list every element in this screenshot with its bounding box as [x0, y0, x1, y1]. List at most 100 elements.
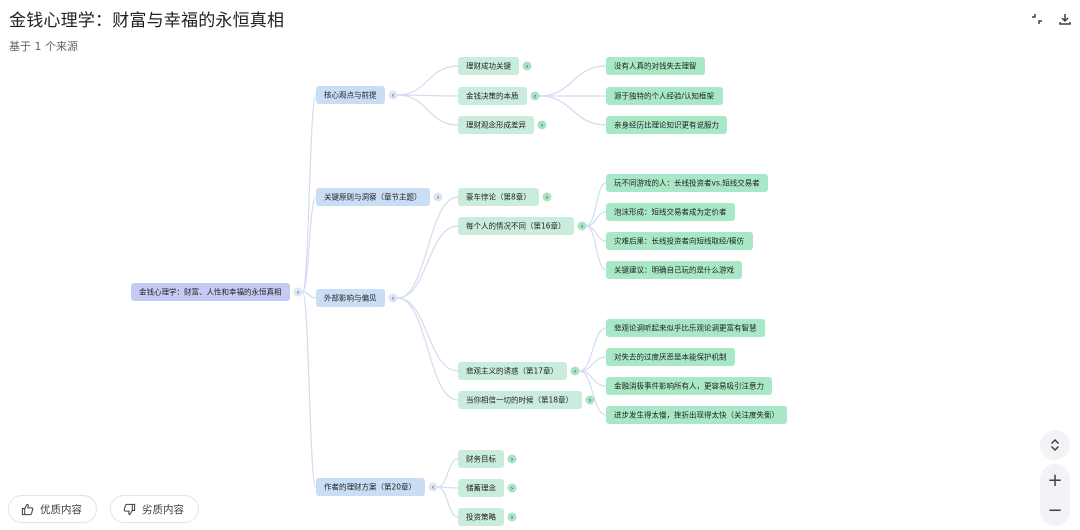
node-box [606, 232, 753, 250]
mind-map-link [397, 94, 459, 126]
mind-map-nodes: 金钱心理学：财富、人性和幸福的永恒真相‹核心观点与前提‹理财成功关键›金钱决策的… [131, 57, 787, 526]
bad-content-label: 劣质内容 [142, 503, 184, 516]
mind-map-link [539, 95, 607, 126]
mind-map-link [397, 297, 459, 401]
node-box [606, 87, 723, 105]
thumbs-down-icon [123, 503, 136, 515]
node-box [458, 508, 504, 526]
subtopic-node[interactable]: 每个人的情况不同（第16章） [458, 217, 574, 235]
collapse-node-icon[interactable]: ‹ [577, 221, 587, 231]
branch-node[interactable]: 作者的理财方案（第20章） [316, 478, 425, 496]
expand-node-icon[interactable]: › [522, 61, 532, 71]
toggle-glyph: ‹ [581, 223, 584, 231]
zoom-controls: + − [1040, 464, 1070, 526]
good-content-label: 优质内容 [40, 503, 82, 516]
download-icon[interactable] [1055, 9, 1075, 29]
subtopic-node[interactable]: 当你相信一切的时候（第18章） [458, 391, 582, 409]
toggle-circle [537, 120, 547, 130]
collapse-icon[interactable] [1027, 9, 1047, 29]
node-label: 金融消极事件影响所有人，更容易吸引注意力 [614, 381, 764, 391]
toggle-circle [522, 61, 532, 71]
toggle-glyph: › [511, 514, 514, 522]
toggle-glyph: ‹ [392, 295, 395, 303]
expand-node-icon[interactable]: › [433, 192, 443, 202]
expand-node-icon[interactable]: › [537, 120, 547, 130]
subtopic-node[interactable]: 理财观念形成差异 [458, 116, 534, 134]
zoom-out-button[interactable]: − [1047, 499, 1063, 521]
node-label: 进步发生得太慢，挫折出现得太快（关注度失衡） [614, 410, 779, 420]
node-box [606, 319, 765, 337]
toggle-glyph: › [589, 397, 592, 405]
branch-node[interactable]: 外部影响与偏见 [316, 289, 385, 307]
node-label: 玩不同游戏的人：长线投资者vs.短线交易者 [614, 178, 760, 188]
zoom-in-button[interactable]: + [1047, 469, 1063, 491]
subtopic-node[interactable]: 豪车悖论（第8章） [458, 188, 539, 206]
mind-map-link [302, 291, 317, 299]
bad-content-button[interactable]: 劣质内容 [110, 495, 199, 523]
leaf-node[interactable]: 灾难后果：长线投资者向短线取经/模仿 [606, 232, 753, 250]
mind-map-link [586, 182, 607, 227]
leaf-node[interactable]: 没有人真的对钱失去理智 [606, 57, 705, 75]
subtopic-node[interactable]: 悲观主义的诱惑（第17章） [458, 362, 567, 380]
collapse-node-icon[interactable]: ‹ [388, 90, 398, 100]
root-node[interactable]: 金钱心理学：财富、人性和幸福的永恒真相 [131, 283, 290, 301]
node-box [458, 479, 504, 497]
node-box [606, 261, 742, 279]
leaf-node[interactable]: 亲身经历比理论知识更有说服力 [606, 116, 727, 134]
subtopic-node[interactable]: 理财成功关键 [458, 57, 519, 75]
subtopic-node[interactable]: 财务目标 [458, 450, 504, 468]
leaf-node[interactable]: 进步发生得太慢，挫折出现得太快（关注度失衡） [606, 406, 787, 424]
mind-map-link [437, 458, 459, 488]
subtopic-node[interactable]: 金钱决策的本质 [458, 87, 527, 105]
node-label: 源于独特的个人经验/认知框架 [614, 91, 715, 101]
collapse-node-icon[interactable]: ‹ [388, 293, 398, 303]
toggle-glyph: ‹ [534, 93, 537, 101]
node-label: 核心观点与前提 [324, 90, 377, 100]
collapse-node-icon[interactable]: ‹ [293, 287, 303, 297]
node-label: 当你相信一切的时候（第18章） [466, 395, 573, 405]
toggle-circle [433, 192, 443, 202]
leaf-node[interactable]: 源于独特的个人经验/认知框架 [606, 87, 723, 105]
leaf-node[interactable]: 金融消极事件影响所有人，更容易吸引注意力 [606, 377, 772, 395]
leaf-node[interactable]: 关键建议：明确自己玩的是什么游戏 [606, 261, 742, 279]
expand-node-icon[interactable]: › [542, 192, 552, 202]
toggle-circle [293, 287, 303, 297]
node-label: 亲身经历比理论知识更有说服力 [614, 120, 719, 130]
node-box [606, 116, 727, 134]
branch-node[interactable]: 关键原则与洞察（章节主题） [316, 188, 430, 206]
collapse-node-icon[interactable]: ‹ [530, 91, 540, 101]
collapse-node-icon[interactable]: ‹ [428, 482, 438, 492]
toggle-circle [388, 90, 398, 100]
node-box [458, 87, 527, 105]
toggle-glyph: › [437, 194, 440, 202]
leaf-node[interactable]: 玩不同游戏的人：长线投资者vs.短线交易者 [606, 174, 768, 192]
mind-map-link [397, 297, 459, 372]
mind-map-links [301, 65, 607, 518]
expand-collapse-button[interactable] [1040, 430, 1070, 460]
expand-node-icon[interactable]: › [507, 483, 517, 493]
leaf-node[interactable]: 泡沫形成：短线交易者成为定价者 [606, 203, 735, 221]
collapse-node-icon[interactable]: ‹ [570, 366, 580, 376]
toggle-circle [388, 293, 398, 303]
mind-map: 金钱心理学：财富、人性和幸福的永恒真相‹核心观点与前提‹理财成功关键›金钱决策的… [131, 57, 787, 526]
leaf-node[interactable]: 悲观论调听起来似乎比乐观论调更富有智慧 [606, 319, 765, 337]
leaf-node[interactable]: 对失去的过度厌恶是本能保护机制 [606, 348, 735, 366]
toggle-circle [570, 366, 580, 376]
node-box [316, 86, 385, 104]
node-box [606, 377, 772, 395]
expand-node-icon[interactable]: › [585, 395, 595, 405]
subtopic-node[interactable]: 投资策略 [458, 508, 504, 526]
subtopic-node[interactable]: 储蓄理念 [458, 479, 504, 497]
expand-node-icon[interactable]: › [507, 512, 517, 522]
node-box [458, 57, 519, 75]
node-box [606, 174, 768, 192]
node-box [458, 188, 539, 206]
expand-node-icon[interactable]: › [507, 454, 517, 464]
good-content-button[interactable]: 优质内容 [8, 495, 97, 523]
toggle-glyph: ‹ [392, 92, 395, 100]
toggle-glyph: › [546, 194, 549, 202]
node-box [458, 450, 504, 468]
node-label: 没有人真的对钱失去理智 [614, 61, 697, 71]
branch-node[interactable]: 核心观点与前提 [316, 86, 385, 104]
mind-map-link [539, 65, 607, 97]
